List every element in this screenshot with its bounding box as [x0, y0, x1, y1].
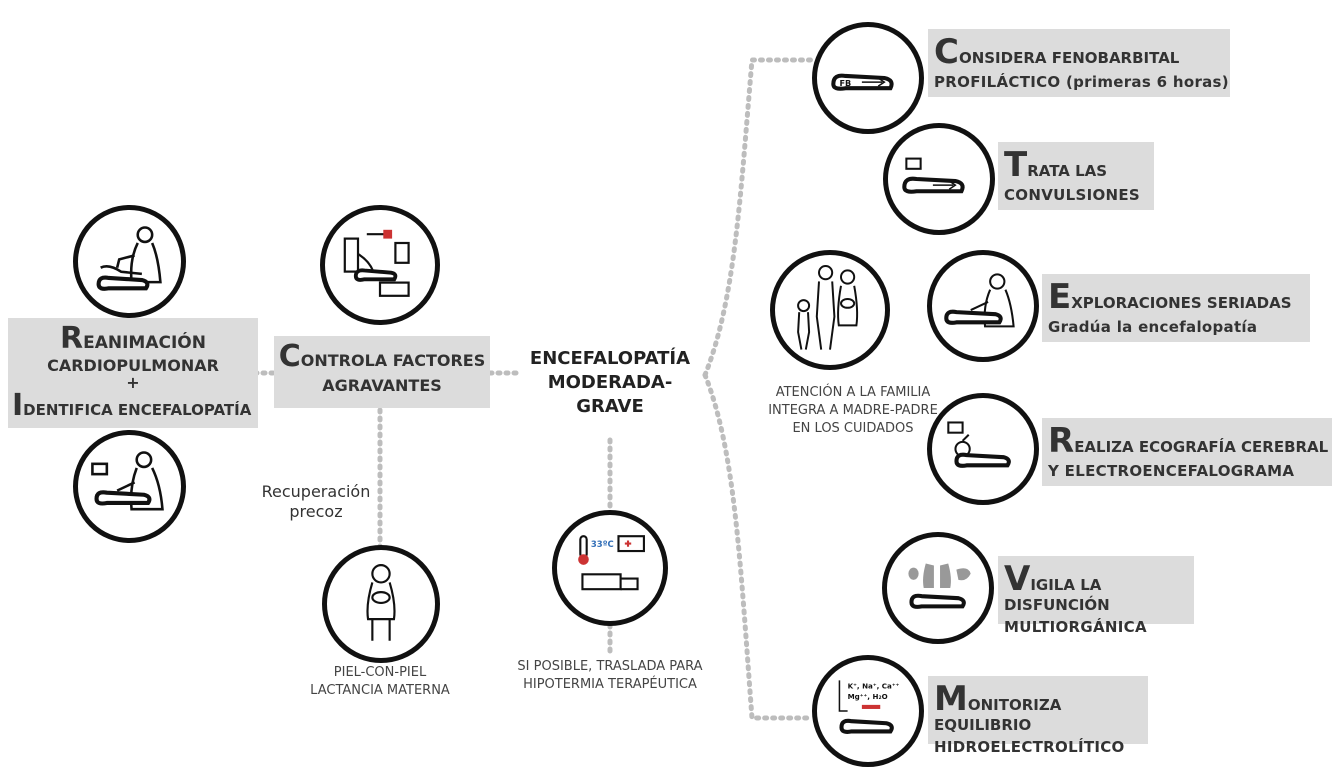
hipotermia-circle: 33ºC — [552, 510, 668, 626]
family-icon — [797, 265, 859, 350]
organs-icon — [908, 563, 971, 609]
traslada-label: SI POSIBLE, TRASLADA PARA HIPOTERMIA TER… — [517, 659, 703, 692]
monitoring-devices-icon — [343, 229, 410, 297]
identifica-circle — [73, 430, 186, 543]
exploration-icon — [944, 273, 1015, 328]
fenobarbital-icon: FB — [831, 73, 894, 91]
exploraciones-circle — [927, 250, 1039, 362]
resuscitation-icon — [96, 226, 162, 291]
connector-lower — [702, 372, 815, 721]
controla-box: CONTROLA FACTORES AGRAVANTES — [274, 336, 490, 408]
step-box-5: VIGILA LA DISFUNCIÓN MULTIORGÁNICA — [998, 556, 1194, 636]
temp-label: 33ºC — [591, 539, 614, 549]
monitoriza-circle: K⁺, Na⁺, Ca⁺⁺ Mg⁺⁺, H₂O — [812, 655, 924, 767]
r-initial: R — [60, 321, 84, 356]
cardiopulmonar-label: CARDIOPULMONAR — [47, 356, 219, 375]
center-title: ENCEFALOPATÍA MODERADA- GRAVE — [529, 348, 691, 417]
convulsions-icon — [902, 157, 965, 194]
electrolytes-line2: Mg⁺⁺, H₂O — [848, 692, 888, 701]
mother-baby-icon — [366, 564, 396, 641]
controla-rest: ONTROLA FACTORES — [300, 351, 486, 370]
fb-tag: FB — [839, 78, 851, 88]
familia-label: ATENCIÓN A LA FAMILIA INTEGRA A MADRE-PA… — [768, 385, 938, 436]
ecografia-circle — [927, 393, 1039, 505]
reanimacion-circle — [73, 205, 186, 318]
plus-sign: + — [126, 373, 140, 392]
disfuncion-circle — [882, 532, 994, 644]
hypothermia-transport-icon: 33ºC — [578, 535, 645, 591]
step-box-4: REALIZA ECOGRAFÍA CEREBRAL Y ELECTROENCE… — [1042, 418, 1332, 486]
piel-circle — [322, 545, 440, 663]
identifica-rest: DENTIFICA ENCEFALOPATÍA — [23, 401, 252, 419]
step-box-3: EXPLORACIONES SERIADAS Gradúa la encefal… — [1042, 274, 1310, 342]
i-initial: I — [12, 388, 24, 423]
ultrasound-eeg-icon — [947, 421, 1011, 468]
step-box-1: CONSIDERA FENOBARBITAL PROFILÁCTICO (pri… — [928, 29, 1230, 97]
reanimacion-box: REANIMACIÓN CARDIOPULMONAR + IDENTIFICA … — [8, 318, 258, 428]
reanimacion-rest: EANIMACIÓN — [83, 333, 206, 353]
electrolytes-line1: K⁺, Na⁺, Ca⁺⁺ — [848, 682, 900, 691]
fenobarbital-circle: FB — [812, 22, 924, 134]
examination-icon — [91, 451, 164, 511]
step-box-2: TRATA LAS CONVULSIONES — [998, 142, 1154, 210]
familia-circle — [770, 250, 890, 370]
connector-upper — [702, 57, 815, 378]
convulsiones-circle — [883, 123, 995, 235]
agravantes-label: AGRAVANTES — [322, 376, 442, 395]
electrolytes-icon: K⁺, Na⁺, Ca⁺⁺ Mg⁺⁺, H₂O — [838, 680, 900, 734]
c-initial: C — [278, 339, 301, 374]
piel-label: PIEL-CON-PIEL LACTANCIA MATERNA — [310, 665, 450, 698]
recuperacion-label: Recuperación precoz — [261, 482, 371, 521]
controla-circle — [320, 205, 440, 325]
step-box-6: MONITORIZA EQUILIBRIO HIDROELECTROLÍTICO — [928, 676, 1148, 756]
